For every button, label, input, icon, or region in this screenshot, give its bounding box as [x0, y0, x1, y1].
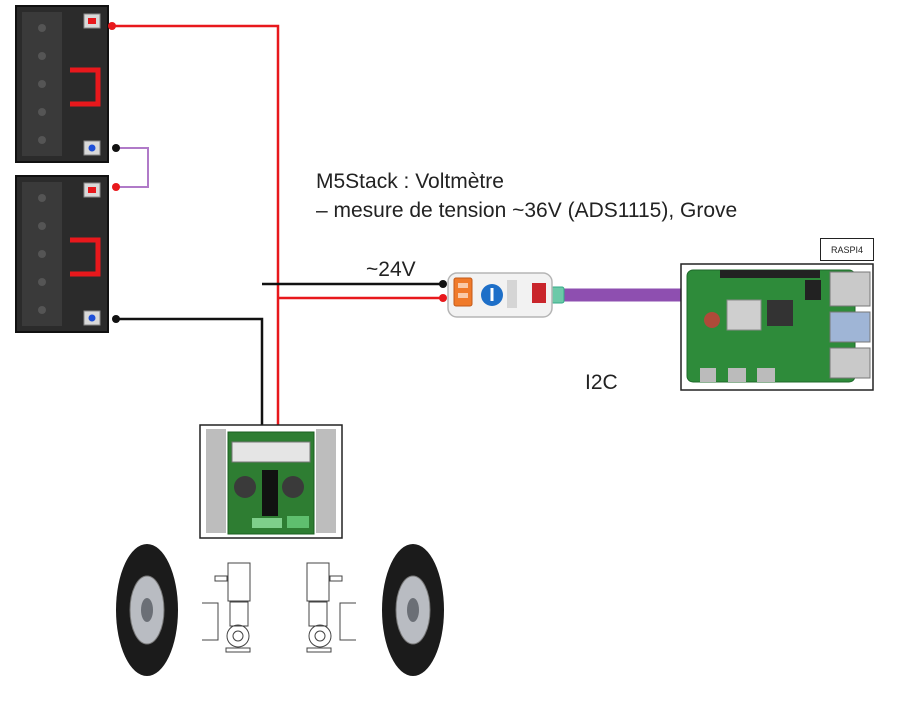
motor-driver — [199, 424, 343, 539]
battery-plus-terminal — [83, 182, 101, 198]
i2c-label: I2C — [585, 371, 618, 394]
raspi-label: RASPI4 — [820, 238, 874, 261]
m5stack-voltmeter — [447, 272, 553, 318]
battery-minus-terminal — [83, 310, 101, 326]
battery-plus-terminal — [83, 13, 101, 29]
voltmeter-description: – mesure de tension ~36V (ADS1115), Grov… — [316, 199, 738, 222]
wheel-left — [116, 544, 178, 676]
voltage-label: ~24V — [366, 258, 416, 281]
battery-top — [15, 5, 109, 163]
raspberry-pi-4 — [680, 263, 874, 391]
battery-minus-terminal — [83, 140, 101, 156]
battery-bottom — [15, 175, 109, 333]
motor-left — [202, 562, 251, 653]
series-bridge-wire — [116, 147, 149, 188]
voltmeter-title: M5Stack : Voltmètre — [316, 170, 504, 193]
positive-wire — [112, 24, 280, 432]
wheel-right — [382, 544, 444, 676]
motor-right — [306, 562, 356, 653]
negative-wire — [116, 317, 264, 437]
